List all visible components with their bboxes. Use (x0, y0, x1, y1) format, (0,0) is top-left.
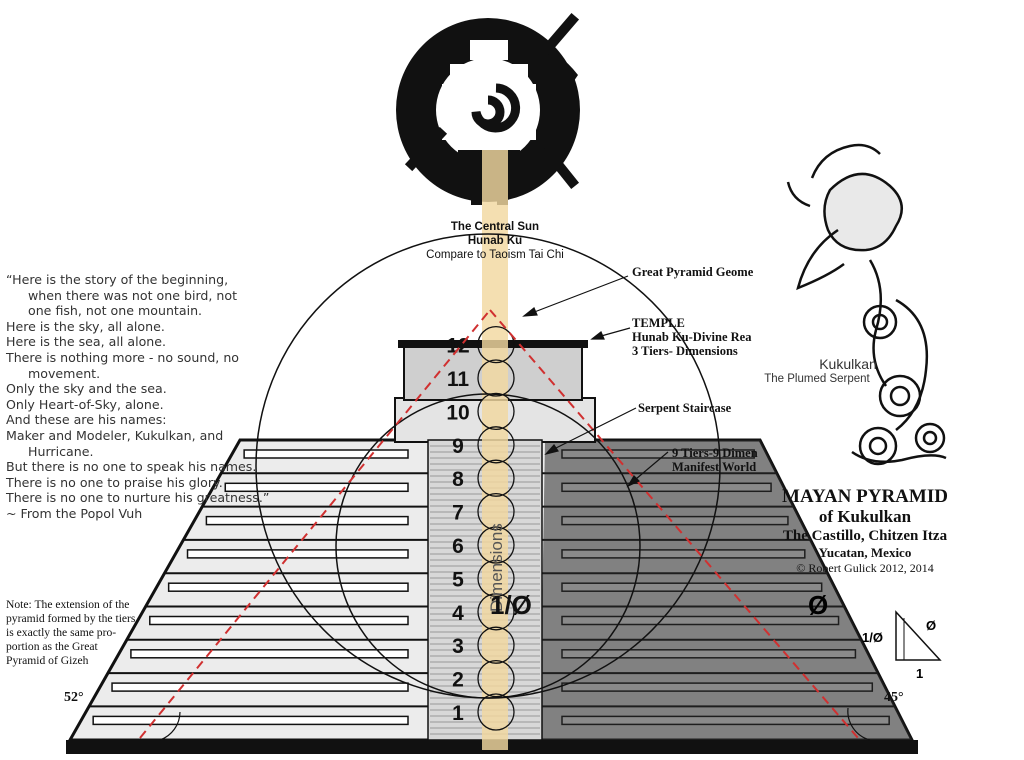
title-line-3: The Castillo, Chitzen Itza (782, 528, 948, 544)
tier-panel (205, 515, 409, 526)
copyright: © Robert Gulick 2012, 2014 (796, 561, 934, 575)
phi-center-label: 1/Ø (490, 590, 532, 620)
temple-line: Hunab Ku-Divine Rea (632, 330, 752, 344)
dimension-number: 11 (447, 368, 470, 391)
quote-line: movement. (28, 365, 101, 381)
temple-annotation: TEMPLE Hunab Ku-Divine Rea 3 Tiers- Dime… (632, 316, 751, 358)
quote-line: Here is the sky, all alone. (6, 318, 165, 334)
note-line: Note: The extension of the (6, 598, 130, 611)
central-sun-title: The Central Sun (450, 221, 540, 233)
quote-line: Here is the sea, all alone. (6, 334, 167, 350)
quote-line: when there was not one bird, not (28, 287, 238, 303)
dimension-circle (477, 359, 515, 397)
dimension-circle (477, 659, 515, 698)
dimension-number: 10 (446, 401, 469, 424)
dimension-circle (477, 693, 515, 731)
title-line-2: of Kukulkan (818, 507, 912, 526)
dimension-circle (477, 426, 515, 464)
dimension-circle (477, 325, 515, 364)
great-pyramid-lines (139, 309, 859, 739)
dimension-circles (477, 325, 515, 731)
diagram-title-block: MAYAN PYRAMID of Kukulkan The Castillo, … (740, 486, 990, 576)
quote-line: There is nothing more - no sound, no (6, 349, 240, 365)
pointer-arrows (522, 275, 669, 488)
tier-panel (186, 549, 409, 559)
popol-vuh-quote: “Here is the story of the beginning, whe… (6, 272, 306, 522)
central-sun-caption: The Central Sun Hunab Ku Compare to Taoi… (380, 220, 610, 262)
phi-triangle: Ø 1/Ø 1 (862, 610, 942, 681)
tier-panel (149, 615, 409, 626)
quote-line: Maker and Modeler, Kukulkan, and (6, 427, 224, 443)
dimension-circle (477, 593, 515, 631)
note-line: pyramid formed by the tiers (6, 612, 136, 625)
tier-panel (130, 649, 409, 659)
dimension-number: 3 (452, 635, 464, 658)
central-sun-compare: Compare to Taoism Tai Chi (426, 249, 564, 261)
triangle-bottom-label: 1 (916, 666, 923, 681)
dimension-circle (477, 459, 515, 497)
quote-line: There is no one to praise his glory. (6, 474, 223, 490)
dimension-number: 6 (452, 535, 464, 558)
dimension-number: 5 (452, 568, 464, 591)
dimension-circle (477, 526, 515, 564)
angle-left-label: 52° (64, 690, 84, 705)
great-pyramid-annotation: Great Pyramid Geome (632, 265, 754, 279)
tiers-line: 9 Tiers-9 Dimen (672, 446, 758, 460)
dimension-circle (477, 492, 515, 531)
serpent-staircase-annotation: Serpent Staircase (638, 401, 732, 415)
dimension-circle (477, 392, 515, 431)
dimension-number: 2 (452, 669, 464, 692)
title-line-1: MAYAN PYRAMID (782, 486, 948, 507)
central-sun-name: Hunab Ku (467, 235, 523, 247)
large-circles (255, 233, 721, 699)
dimensions-label: Dimensions (487, 523, 506, 612)
quote-line: There is no one to nurture his greatness… (6, 490, 270, 506)
tier-panel (111, 682, 409, 692)
dimension-number: 8 (452, 468, 464, 491)
kukulkan-subtitle: The Plumed Serpent (764, 373, 870, 385)
quote-line: Only the sky and the sea. (6, 381, 167, 397)
note-line: portion as the Great (6, 640, 98, 653)
angle-arc-right (847, 707, 871, 741)
quote-line: “Here is the story of the beginning, (6, 272, 229, 287)
dimension-circle (477, 626, 515, 664)
quote-line: Only Heart-of-Sky, alone. (6, 396, 164, 412)
kukulkan-name: Kukulkan (819, 356, 877, 372)
title-line-4: Yucatan, Mexico (818, 545, 912, 560)
tiers-annotation: 9 Tiers-9 Dimen Manifest World (672, 446, 758, 474)
note-line: Pyramid of Gizeh (6, 654, 89, 667)
triangle-top-label: Ø (926, 618, 936, 633)
dimension-number: 4 (452, 602, 464, 625)
angle-arc-left (159, 711, 181, 741)
dimension-number: 7 (452, 502, 464, 525)
quote-line: And these are his names: (6, 412, 167, 428)
note-line: is exactly the same pro- (6, 626, 117, 639)
light-beam (482, 150, 508, 750)
temple-line: TEMPLE (632, 316, 685, 330)
tiers-line: Manifest World (672, 460, 757, 474)
dimension-number: 9 (452, 435, 464, 458)
kukulkan-figure (786, 143, 947, 466)
quote-line: one fish, not one mountain. (28, 303, 203, 319)
quote-line: But there is no one to speak his names. (6, 459, 257, 475)
quote-source: ~ From the Popol Vuh (6, 505, 143, 521)
tier-panel (224, 482, 409, 493)
dimension-number: 1 (452, 702, 464, 725)
dimension-circle (477, 559, 515, 598)
temple-line: 3 Tiers- Dimensions (632, 344, 738, 358)
dimension-number: 12 (446, 335, 469, 358)
phi-label: Ø (808, 590, 828, 620)
gizeh-note: Note: The extension of the pyramid forme… (6, 598, 166, 668)
angle-right-label: 45° (884, 690, 904, 705)
tier-panel (243, 449, 409, 459)
quote-line: Hurricane. (28, 443, 94, 459)
triangle-left-label: 1/Ø (862, 630, 883, 645)
tier-panel (92, 715, 409, 726)
